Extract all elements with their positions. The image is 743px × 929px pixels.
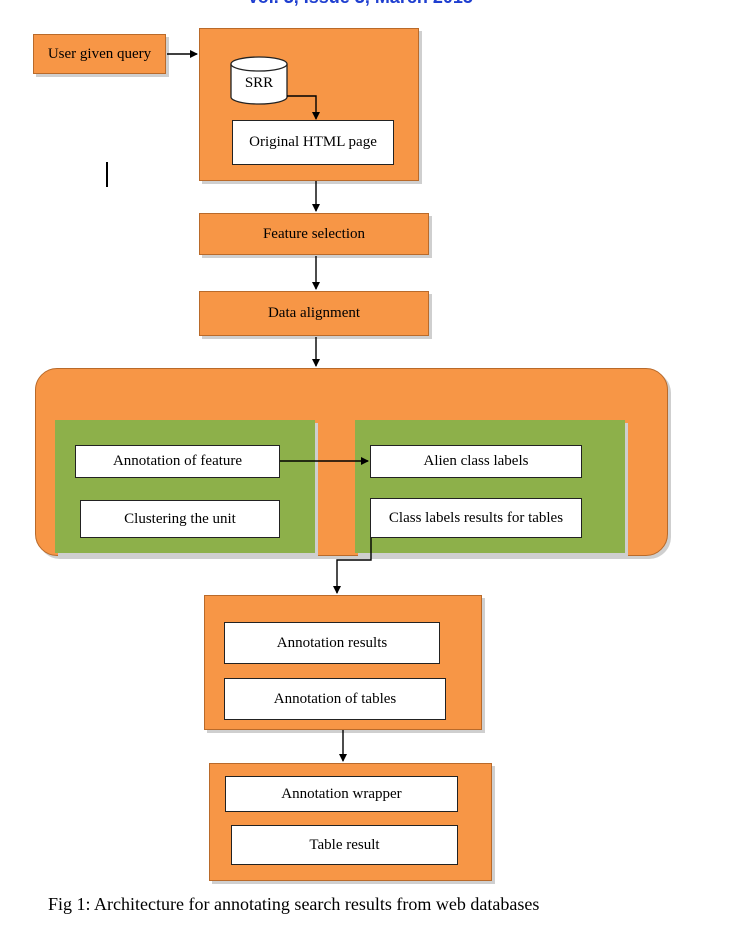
page-header: Vol. 3, Issue 3, March 2015 [150, 0, 570, 9]
arrow-srr-to-html [287, 95, 320, 120]
annotation-of-feature-box: Annotation of feature [75, 445, 280, 478]
arrow-class-labels-to-results [333, 538, 372, 594]
user-query-box: User given query [33, 34, 166, 74]
srr-label: SRR [244, 74, 274, 91]
annotation-of-tables-box: Annotation of tables [224, 678, 446, 720]
original-html-page-box: Original HTML page [232, 120, 394, 165]
text-cursor-mark [106, 162, 108, 187]
user-query-label: User given query [47, 45, 152, 62]
srr-database-icon [230, 56, 288, 105]
clustering-unit-box: Clustering the unit [80, 500, 280, 538]
feature-selection-box: Feature selection [199, 213, 429, 255]
alien-class-labels-box: Alien class labels [370, 445, 582, 478]
feature-selection-label: Feature selection [262, 225, 366, 242]
table-result-box: Table result [231, 825, 458, 865]
class-labels-results-box: Class labels results for tables [370, 498, 582, 538]
data-alignment-label: Data alignment [267, 305, 361, 321]
annotation-wrapper-box: Annotation wrapper [225, 776, 458, 812]
data-alignment-box: Data alignment [199, 291, 429, 336]
figure-caption: Fig 1: Architecture for annotating searc… [48, 894, 540, 914]
annotation-results-box: Annotation results [224, 622, 440, 664]
